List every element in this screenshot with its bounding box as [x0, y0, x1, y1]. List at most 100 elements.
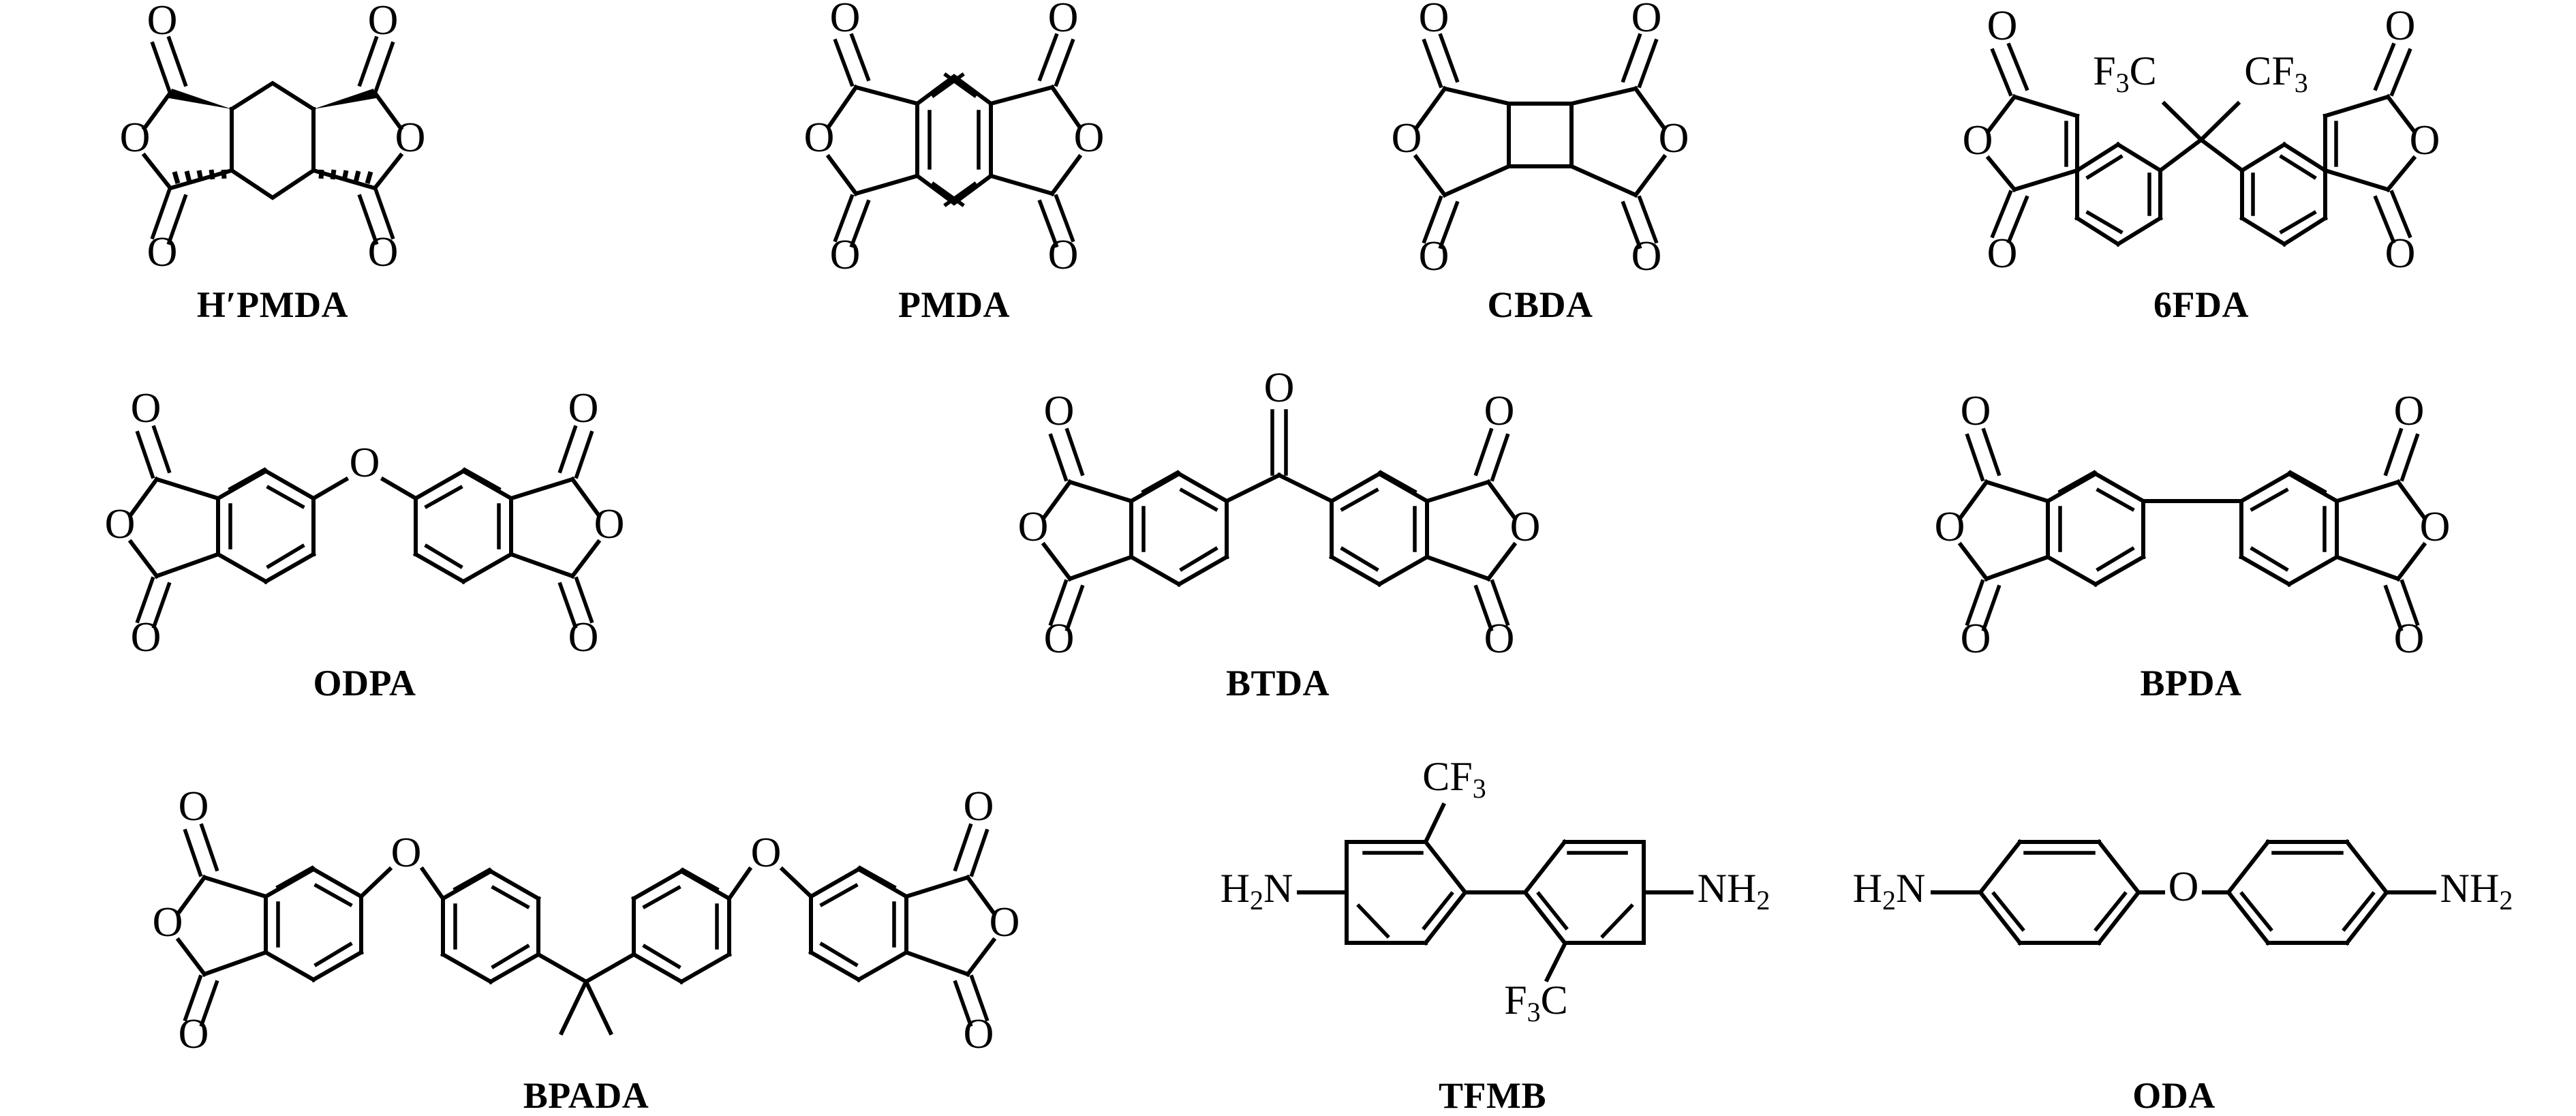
left-benzene-ring [215, 467, 317, 585]
amine-right-label: NH2 [2440, 866, 2513, 916]
oxygen-label: O [1048, 232, 1079, 278]
ring-oxygen-label: O [990, 899, 1020, 946]
left-anhydride-ring: O O O [1963, 3, 2080, 277]
ring-oxygen-label: O [1963, 117, 1993, 164]
molecule-label-6fda: 6FDA [2153, 284, 2249, 325]
cf3-left-label: F3C [2093, 48, 2156, 98]
f3c-bottom-label: F3C [1504, 978, 1567, 1027]
left-benzene-ring [2044, 470, 2147, 588]
molecule-card-pmda: O O O O O O PMDA [763, 0, 1145, 325]
oxygen-label: O [568, 385, 599, 432]
left-anhydride-ring: O O O [804, 0, 920, 278]
left-anhydride-ring: O O O [105, 385, 221, 661]
structure-bpda: O O O [1901, 372, 2481, 662]
right-benzene-ring [808, 865, 910, 983]
oxygen-label: O [830, 0, 861, 41]
ring-oxygen-label: O [804, 115, 835, 161]
oxygen-label: O [179, 1011, 209, 1057]
right-anhydride-ring: O O O [904, 783, 1020, 1057]
oxygen-label: O [1484, 388, 1515, 434]
structure-tfmb: CF3 F3C H2N [1186, 740, 1799, 1040]
left-benzene-ring [1345, 839, 1469, 946]
oxygen-label: O [368, 229, 399, 275]
right-benzene-ring [412, 467, 515, 585]
structure-btda: O [988, 365, 1567, 662]
left-benzene-ring [1977, 839, 2142, 946]
oxygen-label: O [2394, 616, 2425, 662]
left-anhydride-ring: O O O [153, 783, 269, 1057]
oxygen-label: O [830, 232, 861, 278]
right-anhydride-ring: O O O [1569, 0, 1689, 280]
structure-pmda: O O O O O O [763, 0, 1145, 278]
structure-odpa: O [75, 372, 654, 661]
ring-oxygen-label: O [1510, 504, 1541, 550]
ring-oxygen-label: O [1659, 115, 1689, 162]
left-anhydride-ring: O O O [1935, 388, 2051, 662]
molecule-label-cbda: CBDA [1487, 284, 1593, 325]
molecule-label-pmda: PMDA [898, 284, 1010, 325]
oxygen-label: O [2385, 3, 2416, 49]
hash-bond-right [318, 169, 373, 184]
structure-6fda: F3C CF3 [1867, 0, 2535, 277]
structure-oda: H2N O [1813, 740, 2535, 1040]
ring-oxygen-label: O [2420, 504, 2451, 550]
oxygen-label: O [1631, 0, 1662, 41]
structure-sheet: O O O [75, 0, 2535, 1114]
oxygen-label: O [1484, 616, 1515, 662]
oxygen-label: O [964, 1011, 994, 1057]
structure-bpada: O [75, 740, 1097, 1057]
wedge-bond-left [169, 89, 232, 109]
right-benzene-ring [2238, 470, 2340, 588]
ether-oxygen-label: O [391, 830, 422, 876]
ring-oxygen-label: O [1074, 115, 1105, 161]
oxygen-label: O [131, 385, 162, 432]
molecule-label-oda: ODA [2132, 1075, 2215, 1116]
molecule-label-tfmb: TFMB [1439, 1075, 1546, 1116]
amine-left-label: H2N [1853, 866, 1926, 916]
molecule-label-odpa: ODPA [313, 663, 416, 704]
molecule-card-cbda: O O O O O O CBDA [1349, 0, 1731, 325]
oxygen-label: O [131, 614, 162, 661]
cf3-right-label: CF3 [2244, 48, 2307, 98]
oxygen-label: O [147, 229, 178, 275]
molecule-label-bpada: BPADA [523, 1075, 649, 1116]
molecule-card-6fda: F3C CF3 [1867, 0, 2535, 325]
amine-right-label: NH2 [1698, 866, 1770, 916]
molecule-card-bpada: O [75, 740, 1097, 1114]
ring-oxygen-label: O [105, 501, 136, 547]
right-benzene-ring [2225, 839, 2390, 946]
ether-oxygen-label: O [350, 440, 380, 486]
oxygen-label: O [147, 0, 178, 44]
molecule-card-tfmb: CF3 F3C H2N [1186, 740, 1799, 1114]
cyclohexane-ring [228, 80, 317, 200]
isopropylidene-bridge [535, 951, 637, 1036]
left-anhydride-ring: O O O [120, 0, 234, 275]
molecule-card-bpda: O O O [1901, 372, 2481, 702]
inner-right-phenylene [630, 867, 733, 985]
structure-cbda: O O O O O O [1349, 0, 1731, 280]
molecule-card-hpmda: O O O [82, 0, 463, 325]
hash-bond-left [172, 169, 227, 184]
oxygen-label: O [179, 783, 209, 830]
right-benzene-ring [1328, 470, 1430, 588]
right-anhydride-ring: O O O [508, 385, 625, 661]
oxygen-label: O [368, 0, 399, 44]
molecule-label-btda: BTDA [1225, 663, 1330, 704]
left-benzene-ring [2074, 141, 2164, 247]
ring-oxygen-label: O [153, 899, 183, 946]
oxygen-label: O [1631, 233, 1662, 280]
right-anhydride-ring: O O O [2322, 3, 2440, 277]
cf3-top-label: CF3 [1422, 754, 1486, 804]
ring-oxygen-label: O [594, 501, 625, 547]
oxygen-label: O [1419, 0, 1450, 41]
molecule-label-hpmda: H′PMDA [196, 284, 349, 325]
oxygen-label: O [1987, 3, 2018, 49]
oxygen-label: O [568, 614, 599, 661]
right-anhydride-ring: O O O [2334, 388, 2451, 662]
molecule-card-btda: O [988, 365, 1567, 702]
left-anhydride-ring: O O O [1392, 0, 1512, 280]
molecule-label-bpda: BPDA [2140, 663, 2242, 704]
right-anhydride-ring: O O O [988, 0, 1105, 278]
structure-hpmda: O O O [82, 0, 463, 275]
oxygen-label: O [2385, 230, 2416, 277]
